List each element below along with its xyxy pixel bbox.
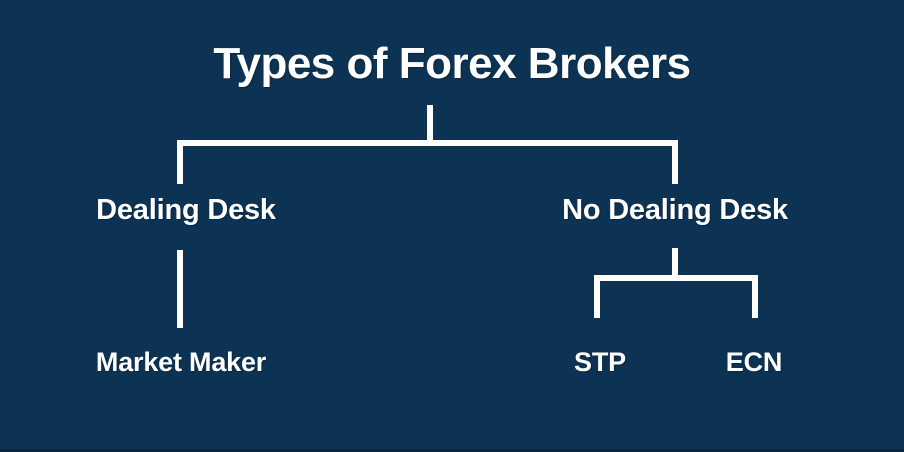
connector-no-dealing-desk-to-stp	[594, 275, 600, 318]
node-market-maker: Market Maker	[95, 347, 267, 377]
connector-dealing-desk-to-market-maker	[177, 250, 183, 328]
connector-root-to-dealing-desk	[177, 140, 183, 184]
node-no-dealing-desk: No Dealing Desk	[562, 194, 788, 226]
page-title: Types of Forex Brokers	[213, 39, 691, 88]
connector-no-dealing-desk-to-ecn	[752, 275, 758, 318]
node-dealing-desk: Dealing Desk	[96, 194, 276, 226]
node-stp: STP	[574, 347, 626, 377]
node-ecn: ECN	[725, 347, 783, 377]
connector-root-horizontal-bar	[177, 140, 678, 146]
connector-no-dealing-desk-horizontal-bar	[594, 275, 758, 281]
connector-root-to-no-dealing-desk	[672, 140, 678, 184]
bottom-edge-strip	[0, 449, 904, 452]
connector-no-dealing-desk-stem	[672, 248, 678, 281]
connector-root-stem	[427, 105, 433, 143]
